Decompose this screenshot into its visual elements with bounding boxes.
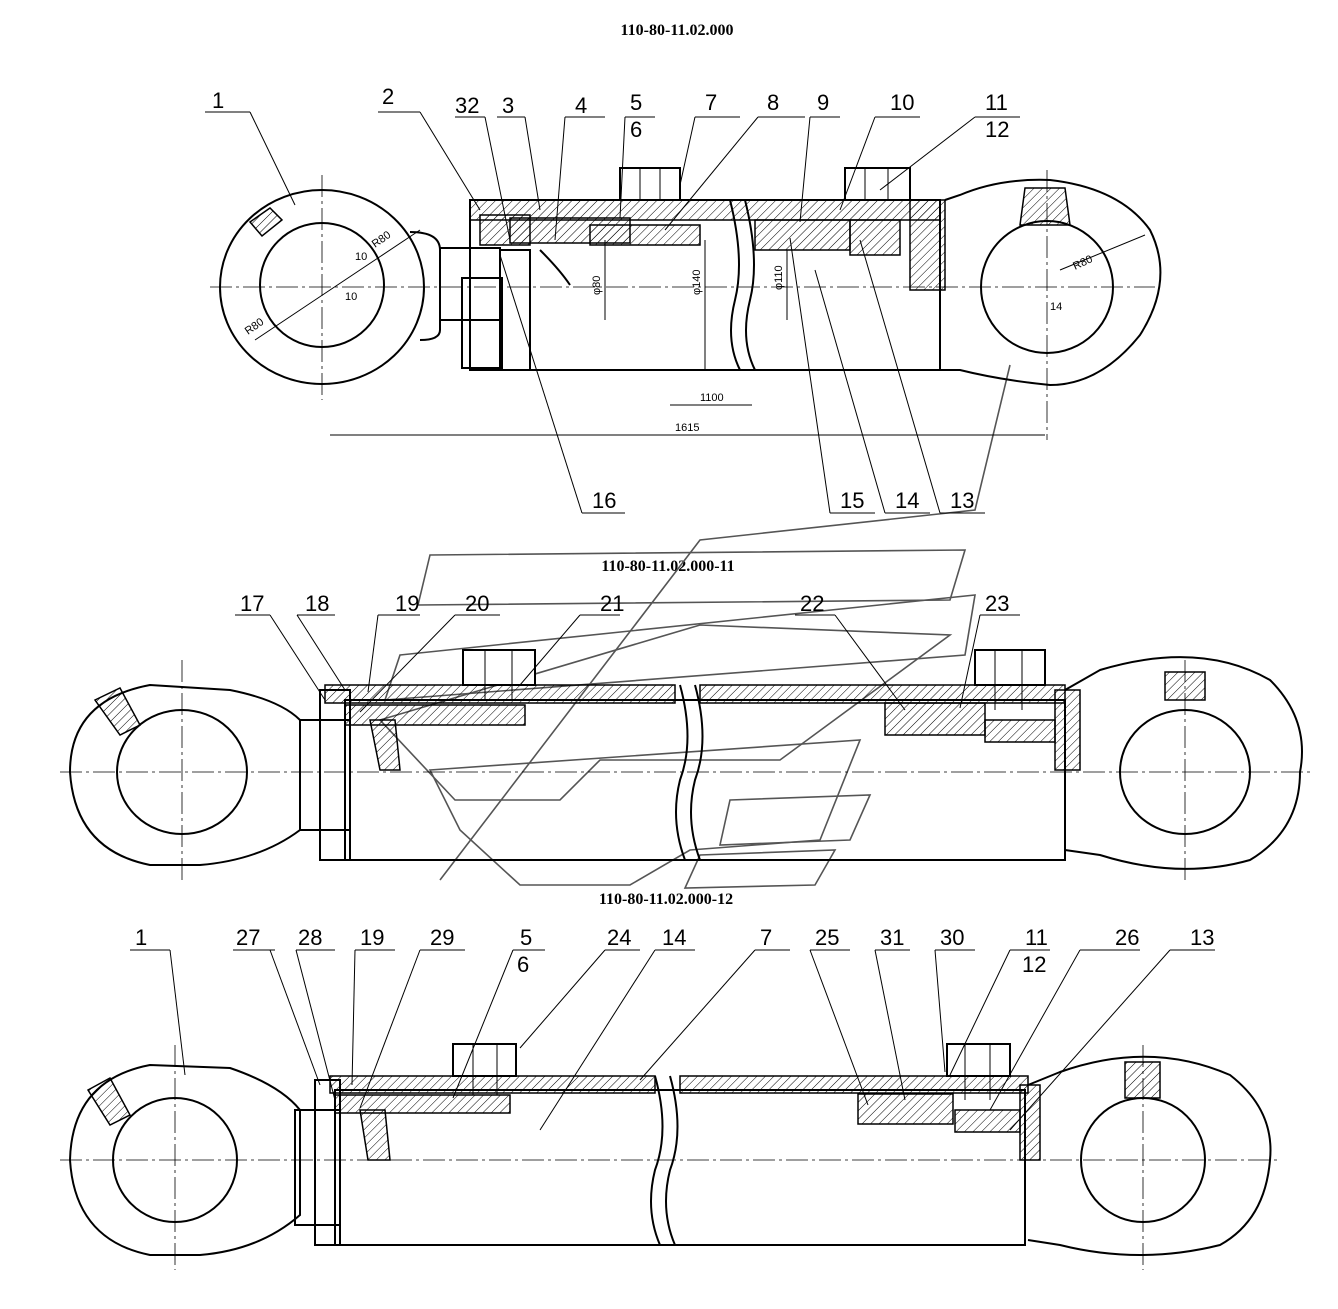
callout-d3-1: 1: [135, 925, 147, 950]
dim-d80: φ80: [591, 276, 603, 295]
dim-r80-a: R80: [370, 229, 393, 250]
callout-d1-4: 4: [575, 93, 587, 118]
callout-d3-30: 30: [940, 925, 964, 950]
callout-d3-5: 5: [520, 925, 532, 950]
callout-d1-5: 5: [630, 90, 642, 115]
callout-d3-13: 13: [1190, 925, 1214, 950]
callout-d3-14: 14: [662, 925, 686, 950]
drawing-1: R80 R80 R80 10 10 φ80 φ140 φ110 1100 161…: [205, 84, 1162, 514]
callout-d1-32: 32: [455, 93, 479, 118]
callout-d3-12: 12: [1022, 952, 1046, 977]
dim-r80-c: R80: [1071, 253, 1094, 272]
callout-d1-16: 16: [592, 488, 616, 513]
callout-d1-9: 9: [817, 90, 829, 115]
callout-d2-20: 20: [465, 591, 489, 616]
callout-d3-26: 26: [1115, 925, 1139, 950]
callout-d3-24: 24: [607, 925, 631, 950]
callout-d1-11: 11: [985, 90, 1008, 115]
callout-d3-31: 31: [880, 925, 904, 950]
callout-d3-25: 25: [815, 925, 839, 950]
callout-d1-14: 14: [895, 488, 919, 513]
dim-1100: 1100: [700, 392, 724, 404]
callout-d1-3: 3: [502, 93, 514, 118]
dim-d110: φ110: [773, 265, 785, 290]
callout-d2-17: 17: [240, 591, 264, 616]
callout-d3-6: 6: [517, 952, 529, 977]
watermark-logo: [378, 364, 1011, 889]
callout-d2-19: 19: [395, 591, 419, 616]
callout-d1-1: 1: [212, 88, 224, 113]
callout-d1-10: 10: [890, 90, 914, 115]
callout-d2-23: 23: [985, 591, 1009, 616]
callout-d1-7: 7: [705, 90, 717, 115]
dim-14: 14: [1050, 301, 1062, 313]
drawing-title-2: 110-80-11.02.000-11: [601, 558, 734, 575]
callout-d1-12: 12: [985, 117, 1009, 142]
callout-d2-22: 22: [800, 591, 824, 616]
callout-d3-19: 19: [360, 925, 384, 950]
drawing-2: 17 18 19 20 21 22 23: [60, 591, 1310, 880]
dim-d140: φ140: [691, 270, 703, 296]
callout-d1-13: 13: [950, 488, 974, 513]
callout-d3-27: 27: [236, 925, 260, 950]
drawing-3: 1 27 28 19 29 5 6 24 14 7 25 31 30 11 12…: [60, 925, 1280, 1270]
callout-d3-29: 29: [430, 925, 454, 950]
dim-1615: 1615: [675, 422, 699, 434]
callout-d1-2: 2: [382, 84, 394, 109]
callout-d3-28: 28: [298, 925, 322, 950]
callout-d1-15: 15: [840, 488, 864, 513]
dim-10-b: 10: [345, 291, 357, 303]
callout-d1-6: 6: [630, 117, 642, 142]
drawing-title-3: 110-80-11.02.000-12: [599, 891, 733, 908]
callout-d2-18: 18: [305, 591, 329, 616]
callout-d3-7: 7: [760, 925, 772, 950]
dim-10-a: 10: [355, 251, 367, 263]
callout-d3-11: 11: [1025, 925, 1048, 950]
callout-d1-8: 8: [767, 90, 779, 115]
drawing-title-1: 110-80-11.02.000: [621, 22, 734, 39]
callout-d2-21: 21: [600, 591, 624, 616]
